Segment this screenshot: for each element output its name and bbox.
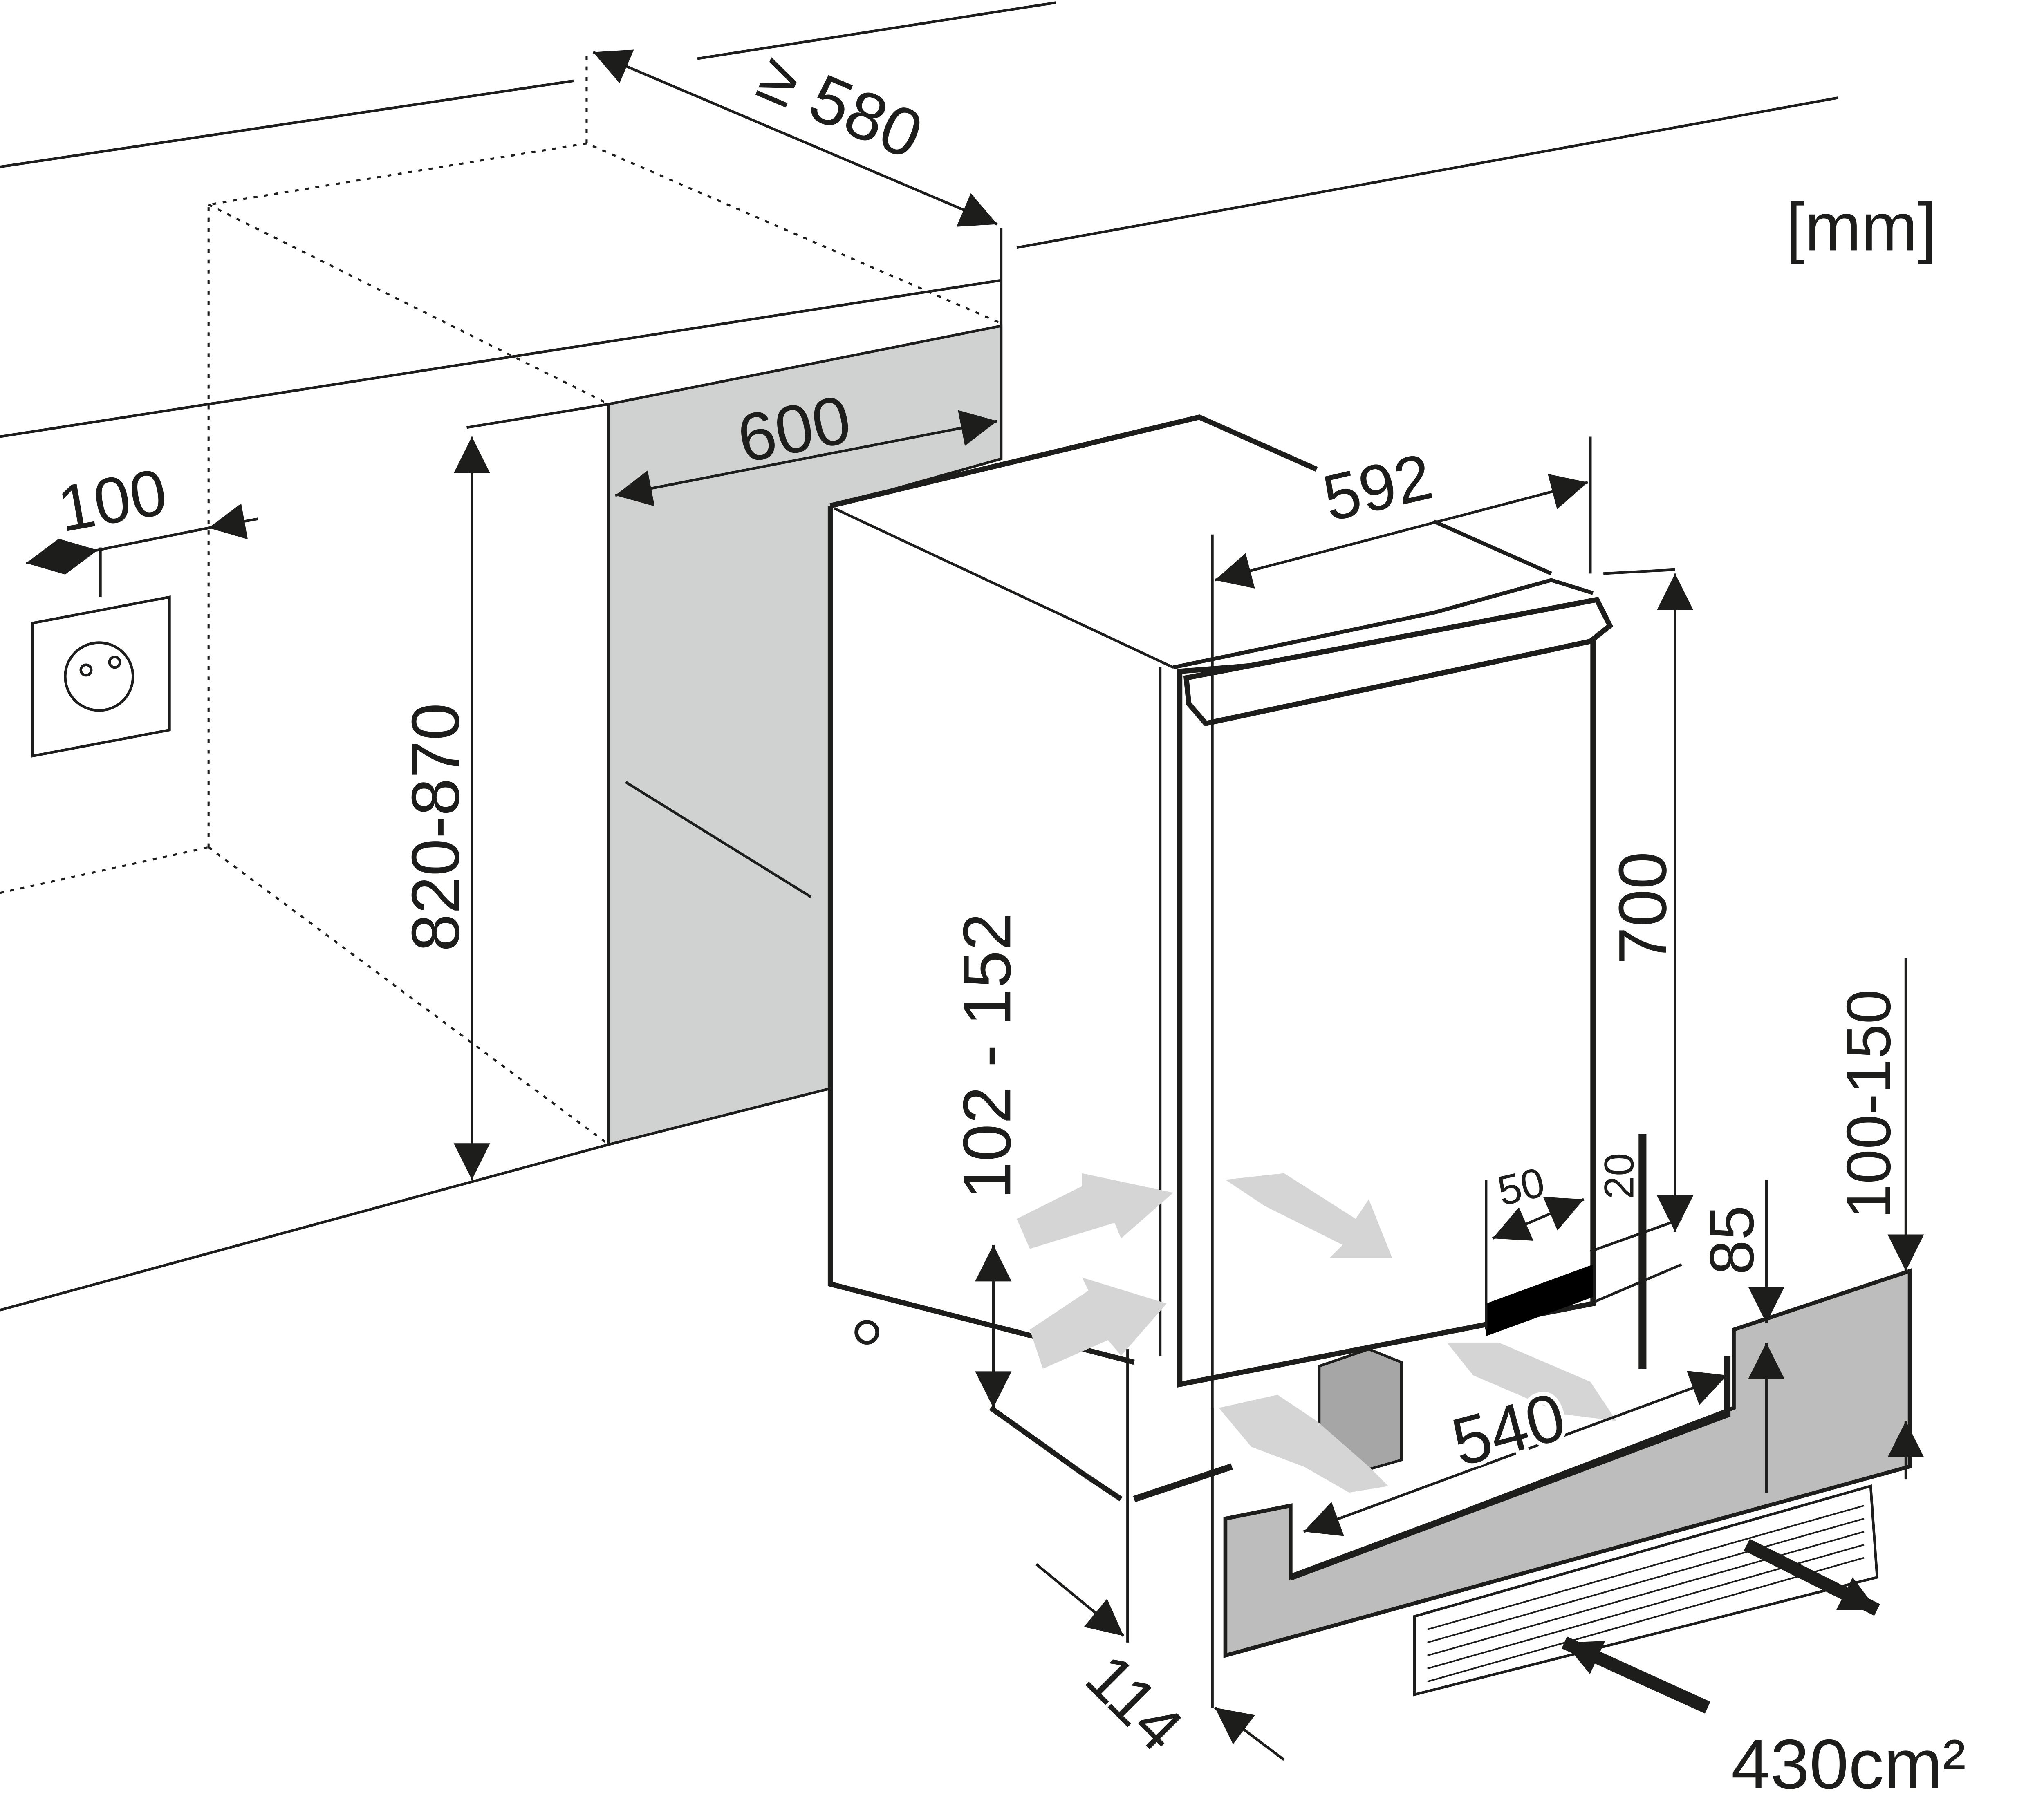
- dim-plinth-range: 102 - 152: [949, 913, 1025, 1200]
- appliance-body: [827, 414, 1614, 1475]
- niche-dotted-outline: [0, 52, 1002, 1146]
- dim-appliance-height: 700: [1605, 852, 1681, 965]
- dim-vent-area: 430cm²: [1731, 1725, 1966, 1795]
- power-socket-icon: [31, 547, 171, 758]
- units-label: [mm]: [1786, 189, 1936, 265]
- vent-grille-black: [1486, 1264, 1593, 1336]
- dim-plinth-height: 100-150: [1834, 989, 1904, 1219]
- dim-plinth-width: 540: [1444, 1379, 1573, 1481]
- dimension-lines: [26, 49, 1924, 1761]
- dim-socket-offset: 100: [52, 455, 172, 546]
- dim-niche-height: 820-870: [398, 703, 473, 952]
- dim-depth-niche: ≥ 580: [748, 38, 933, 173]
- air-in-out-arrows: [1561, 1539, 1880, 1714]
- dim-plinth-gap: 85: [1697, 1205, 1767, 1275]
- wall-lines: [0, 1, 1838, 1312]
- dim-plinth-depth: 114: [1072, 1640, 1197, 1765]
- dim-vent-offset: 20: [1596, 1153, 1643, 1200]
- door-handle: [1183, 597, 1614, 727]
- dim-vent-width: 50: [1493, 1159, 1549, 1215]
- appliance-door: [1177, 636, 1596, 1388]
